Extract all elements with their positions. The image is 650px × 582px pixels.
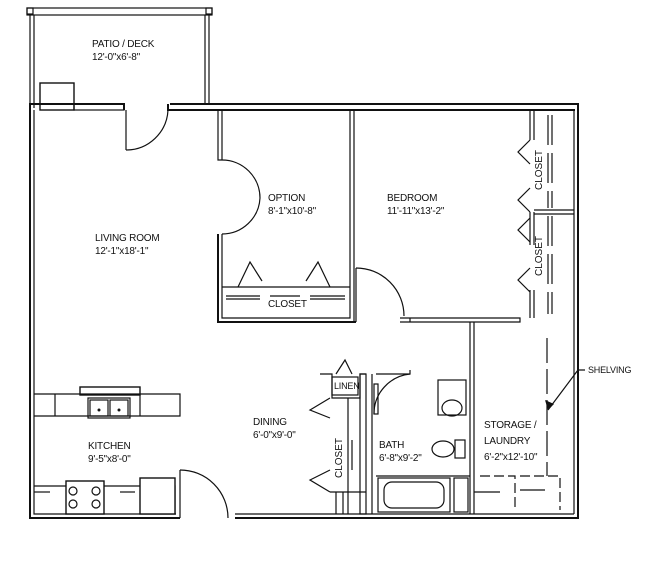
toilet: [431, 440, 455, 458]
bath-label: BATH 6'-8"x9'-2": [379, 439, 422, 465]
option-label: OPTION 8'-1"x10'-8": [268, 192, 316, 218]
room-name: DINING: [253, 417, 287, 428]
storage-label: STORAGE / LAUNDRY 6'-2"x12'-10": [484, 418, 538, 466]
room-name: KITCHEN: [88, 441, 131, 452]
room-dims: 12'-0"x6'-8": [92, 52, 140, 63]
patio-railing: [26, 7, 213, 108]
sink: [441, 399, 463, 417]
room-dims: 9'-5"x8'-0": [88, 454, 131, 465]
room-dims: 6'-2"x12'-10": [484, 452, 538, 463]
refrigerator: [139, 477, 176, 515]
patio-door-swing: [125, 109, 169, 151]
option-walls: [217, 110, 356, 323]
room-name: BEDROOM: [387, 193, 438, 204]
stove: [65, 480, 105, 515]
room-dims: 11'-11"x13'-2": [387, 206, 445, 217]
kitchen-label: KITCHEN 9'-5"x8'-0": [88, 440, 131, 466]
bedroom-closet-1-label: CLOSET: [534, 149, 545, 190]
hall-closets: [308, 358, 367, 515]
bedroom-label: BEDROOM 11'-11"x13'-2": [387, 192, 444, 218]
linen-label: LINEN: [334, 381, 360, 391]
kitchen-counters: [34, 386, 181, 515]
dining-label: DINING 6'-0"x9'-0": [253, 416, 296, 442]
room-name: STORAGE /: [484, 420, 537, 431]
room-name: LIVING ROOM: [95, 233, 160, 244]
room-dims: 6'-8"x9'-2": [379, 453, 422, 464]
room-name: PATIO / DECK: [92, 39, 155, 50]
bathtub: [377, 477, 451, 513]
option-closet-label: CLOSET: [268, 299, 307, 310]
storage-fixtures: [474, 338, 585, 510]
dining-closet-label: CLOSET: [334, 437, 345, 478]
living-room-label: LIVING ROOM 12'-1"x18'-1": [95, 232, 160, 258]
room-name-2: LAUNDRY: [484, 436, 531, 447]
room-name: OPTION: [268, 193, 306, 204]
bedroom-walls: [355, 110, 574, 323]
room-dims: 12'-1"x18'-1": [95, 246, 149, 257]
vanity: [437, 379, 467, 416]
room-dims: 8'-1"x10'-8": [268, 206, 316, 217]
entry-door-swing: [179, 469, 229, 519]
room-name: BATH: [379, 440, 405, 451]
bath-walls: [371, 318, 475, 514]
ac-unit: [39, 82, 75, 111]
patio-label: PATIO / DECK 12'-0"x6'-8": [92, 38, 154, 64]
shelving-label: SHELVING: [588, 365, 632, 375]
room-dims: 6'-0"x9'-0": [253, 430, 296, 441]
bedroom-closet-2-label: CLOSET: [534, 235, 545, 276]
